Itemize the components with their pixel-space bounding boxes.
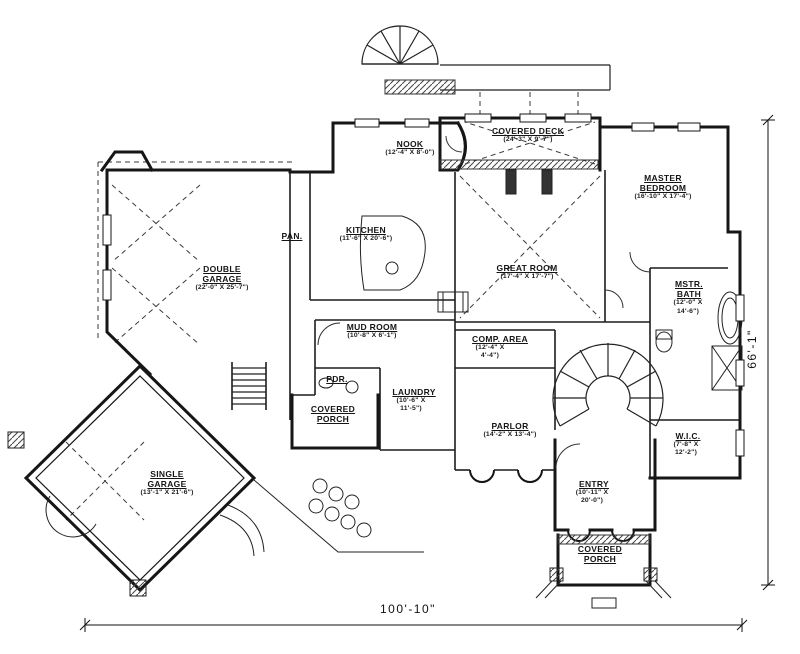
room-name: COMP. AREA	[472, 334, 528, 344]
room-name: GREAT ROOM	[496, 263, 558, 273]
fireplace	[437, 291, 469, 313]
room-dims: (16'-10" X 17'-4")	[634, 193, 692, 201]
room-label-double-garage: DOUBLE GARAGE (22'-0" X 25'-7")	[177, 264, 267, 293]
room-dims: (12'-4" X 4'-4")	[475, 344, 505, 360]
porch-post	[643, 567, 658, 582]
porch-post	[549, 567, 564, 582]
room-label-parlor: PARLOR (14'-2" X 13'-4")	[464, 421, 556, 439]
room-label-wic: W.I.C. (7'-8" X 12'-2")	[664, 431, 712, 458]
room-label-covered-porch-left: COVERED PORCH	[303, 404, 363, 424]
room-label-comp-area: COMP. AREA (12'-4" X 4'-4")	[467, 334, 533, 361]
room-dims: (17'-4" X 17'-7")	[500, 273, 554, 281]
room-dims: (10'-11" X 20'-0")	[575, 489, 609, 505]
room-label-laundry: LAUNDRY (10'-6" X 11'-5")	[387, 387, 441, 414]
room-name: COVERED PORCH	[310, 404, 356, 425]
powder-toilet	[318, 377, 334, 389]
room-dims: (10'-8" X 6'-1")	[347, 332, 397, 340]
hatched-areas	[384, 79, 651, 545]
room-name: COVERED DECK	[491, 126, 565, 136]
basement-stair	[232, 367, 266, 405]
toilet	[655, 331, 673, 353]
room-name: PAN.	[281, 231, 303, 241]
dimension-lines	[79, 114, 775, 632]
spiral-stair-top	[361, 25, 439, 65]
room-label-entry: ENTRY (10'-11" X 20'-0")	[566, 479, 622, 506]
room-label-pantry: PAN.	[277, 231, 307, 241]
room-name: MUD ROOM	[346, 322, 398, 332]
door-swings	[317, 135, 651, 469]
powder-sink	[345, 380, 359, 394]
room-dims: (14'-2" X 13'-4")	[483, 431, 537, 439]
room-name: W.I.C.	[675, 431, 701, 441]
stairs	[232, 25, 664, 427]
deck-door-jamb	[505, 169, 517, 195]
room-name: LAUNDRY	[392, 387, 436, 397]
overall-height-dimension: 66'-1"	[744, 329, 759, 369]
deck-door-jamb	[541, 169, 553, 195]
room-name: ENTRY	[579, 479, 609, 489]
room-dims: (12'-0" X 14'-6")	[673, 299, 703, 315]
room-label-kitchen: KITCHEN (11'-6" X 20'-6")	[324, 225, 408, 243]
corner-post	[129, 579, 147, 597]
room-name: PARLOR	[491, 421, 529, 431]
room-label-covered-porch-bottom: COVERED PORCH	[570, 544, 630, 564]
corner-post	[7, 431, 25, 449]
room-dims: (13'-1" X 21'-6")	[140, 489, 194, 497]
overall-width-dimension: 100'-10"	[380, 602, 436, 616]
room-label-covered-deck: COVERED DECK (24'-3" X 9'-7")	[463, 126, 593, 144]
room-label-powder: PDR.	[322, 374, 352, 384]
room-name: PDR.	[326, 374, 348, 384]
kitchen-island	[359, 215, 426, 291]
room-label-master-bedroom: MASTER BEDROOM (16'-10" X 17'-4")	[620, 173, 706, 202]
room-dims: (12'-4" X 8'-0")	[385, 149, 435, 157]
room-dims: (22'-0" X 25'-7")	[195, 284, 249, 292]
room-label-mud-room: MUD ROOM (10'-8" X 6'-1")	[329, 322, 415, 340]
room-name: COVERED PORCH	[577, 544, 623, 565]
porch-edge	[253, 479, 424, 553]
room-label-nook: NOOK (12'-4" X 8'-0")	[362, 139, 458, 157]
room-name: NOOK	[396, 139, 424, 149]
room-label-single-garage: SINGLE GARAGE (13'-1" X 21'-6")	[121, 469, 213, 498]
room-dims: (11'-6" X 20'-6")	[339, 235, 393, 243]
room-dims: (24'-3" X 9'-7")	[503, 136, 553, 144]
room-label-master-bath: MSTR. BATH (12'-0" X 14'-6")	[666, 279, 712, 316]
dashed-roof-lines	[65, 92, 601, 521]
room-name: MSTR. BATH	[675, 279, 703, 300]
room-name: SINGLE GARAGE	[147, 469, 187, 490]
fixtures	[7, 169, 743, 609]
interior-walls	[231, 170, 740, 478]
room-name: KITCHEN	[346, 225, 386, 235]
room-dims: (7'-8" X 12'-2")	[673, 441, 699, 457]
room-name: DOUBLE GARAGE	[202, 264, 242, 285]
kitchen-sink	[385, 261, 399, 275]
windows	[102, 113, 745, 457]
room-name: MASTER BEDROOM	[639, 173, 687, 194]
room-dims: (10'-6" X 11'-5")	[396, 397, 426, 413]
entry-step	[591, 597, 617, 609]
curved-step	[227, 504, 265, 553]
room-label-great-room: GREAT ROOM (17'-4" X 17'-7")	[472, 263, 582, 281]
